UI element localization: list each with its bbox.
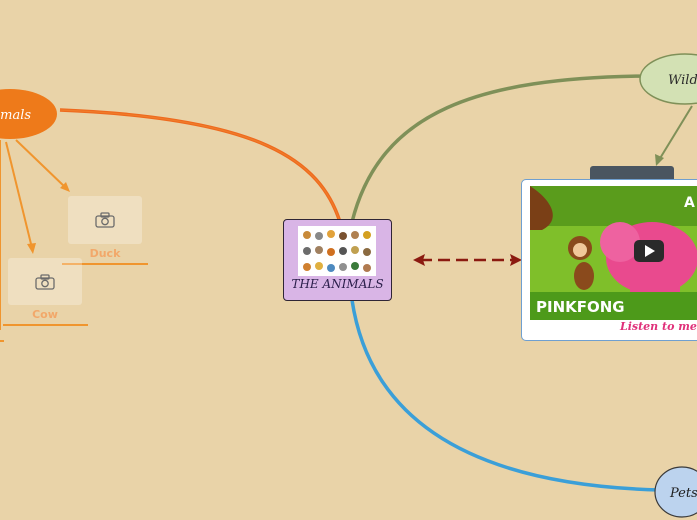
arrow-wild-to-video [658,105,693,161]
arrow-to-duck [15,139,67,189]
arrowhead-cow [27,243,36,254]
offscreen-underline [0,340,4,342]
cow-underline [3,324,88,326]
central-topic-title: THE ANIMALS [291,277,384,291]
arrowhead-wild-video [655,154,664,166]
branch-line-left-tail [59,109,341,223]
animals-thumbnail-image [298,226,376,276]
arrow-to-cow [5,141,33,249]
central-topic[interactable]: THE ANIMALS [283,219,392,301]
cow-image-placeholder[interactable] [8,258,82,305]
video-card[interactable]: PINKFONG A Listen to me [521,179,697,341]
video-brand: PINKFONG [536,298,625,316]
video-thumbnail: PINKFONG A [530,186,697,320]
branch-node-left[interactable] [0,89,57,139]
animal-doodles [303,230,371,272]
branch-node-wild[interactable] [639,53,697,105]
duck-image-placeholder[interactable] [68,196,142,244]
camera-icon [95,212,115,228]
duck-label: Duck [89,247,121,260]
branch-label-pets: Pets [669,486,697,501]
duck-underline [62,263,148,265]
connector-arrow-right [510,254,522,266]
camera-icon [35,273,55,290]
arrowhead-duck [60,182,70,192]
branch-node-pets[interactable] [654,466,697,518]
cow-label: Cow [32,308,58,321]
video-corner-text: A [684,195,695,211]
branch-label-wild: Wild [668,73,697,88]
branch-line-wild [350,74,646,223]
connector-arrow-left [413,254,425,266]
play-icon [645,245,655,257]
branch-line-pets [350,299,661,492]
branch-label-left: imals [0,108,31,123]
video-tab [590,166,674,182]
video-caption: Listen to me [620,320,697,333]
